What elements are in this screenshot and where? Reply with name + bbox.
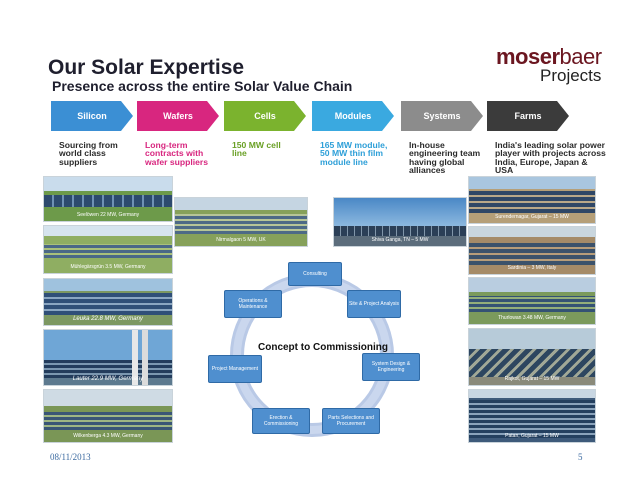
photo-caption: Rajkot, Gujarat – 15 MW (504, 376, 560, 382)
photo-plant-middle-1: Nirmalgaon 5 MW, UK (174, 197, 308, 247)
cycle-step: Parts Selections and Procurement (322, 408, 380, 434)
photo-caption: Surendernagar, Gujarat – 15 MW (495, 214, 569, 220)
value-chain-label: Cells (254, 111, 276, 121)
photo-caption: Wilkenberga 4.3 MW, Germany (73, 433, 143, 439)
value-chain-step-wafers: Wafers (137, 101, 219, 131)
photo-caption: Sardinia – 3 MW, Italy (507, 265, 557, 271)
value-chain-label: Silicon (77, 111, 107, 121)
logo-subtitle: Projects (540, 66, 602, 85)
photo-plant-right-4: Rajkot, Gujarat – 15 MW (468, 328, 596, 386)
value-chain-description: In-house engineering team having global … (409, 140, 481, 176)
photo-caption: Shiva Ganga, TN – 5 MW (371, 237, 429, 243)
value-chain-step-farms: Farms (487, 101, 569, 131)
value-chain-description: Sourcing from world class suppliers (59, 140, 118, 167)
photo-plant-left-3: Leuka 22.8 MW, Germany (43, 278, 173, 326)
value-chain-label: Farms (514, 111, 542, 121)
footer-date: 08/11/2013 (50, 452, 91, 462)
cycle-step: Project Management (208, 355, 262, 383)
cycle-step: Site & Project Analysis (347, 290, 401, 318)
value-chain-label: Wafers (163, 111, 193, 121)
photo-caption: Thurlowan 3.48 MW, Germany (498, 315, 566, 321)
cycle-step: Consulting (288, 262, 342, 286)
value-chain-step-cells: Cells (224, 101, 306, 131)
photo-plant-left-5: Wilkenberga 4.3 MW, Germany (43, 389, 173, 443)
value-chain-label: Modules (334, 111, 372, 121)
photo-plant-right-1: Surendernagar, Gujarat – 15 MW (468, 176, 596, 224)
logo-text-baer: baer (559, 44, 603, 69)
value-chain-step-silicon: Silicon (51, 101, 133, 131)
value-chain-step-systems: Systems (401, 101, 483, 131)
photo-caption: Patan, Gujarat – 15 MW (505, 433, 559, 439)
value-chain-label: Systems (423, 111, 461, 121)
cycle-title: Concept to Commissioning (258, 342, 388, 353)
page-title: Our Solar Expertise (48, 56, 245, 79)
company-logo: moserbaer (496, 44, 602, 70)
photo-plant-right-5: Patan, Gujarat – 15 MW (468, 389, 596, 443)
value-chain-step-modules: Modules (312, 101, 394, 131)
value-chain-description: Long-term contracts with wafer suppliers (145, 140, 209, 167)
page-number: 5 (578, 452, 583, 462)
photo-caption: Nirmalgaon 5 MW, UK (216, 237, 266, 243)
logo-text-moser: moser (496, 44, 560, 69)
value-chain-description: 150 MW cell line (232, 140, 281, 159)
photo-caption: Lauter 22.9 MW, Germany (72, 376, 144, 382)
photo-plant-middle-2: Shiva Ganga, TN – 5 MW (333, 197, 467, 247)
cycle-step: Operations & Maintenance (224, 290, 282, 318)
photo-caption: Leuka 22.8 MW, Germany (73, 316, 143, 322)
photo-plant-left-4: Lauter 22.9 MW, Germany (43, 329, 173, 386)
photo-caption: Seelöwen 22 MW, Germany (76, 212, 140, 218)
photo-plant-right-3: Thurlowan 3.48 MW, Germany (468, 277, 596, 325)
value-chain-description: India's leading solar power player with … (495, 140, 606, 176)
cycle-step: System Design & Engineering (362, 353, 420, 381)
cycle-step: Erection & Commissioning (252, 408, 310, 434)
photo-caption: Mühlegärsgrün 3.5 MW, Germany (70, 264, 146, 270)
page-subtitle: Presence across the entire Solar Value C… (52, 78, 353, 94)
photo-plant-left-2: Mühlegärsgrün 3.5 MW, Germany (43, 225, 173, 274)
photo-plant-left-1: Seelöwen 22 MW, Germany (43, 176, 173, 222)
photo-plant-right-2: Sardinia – 3 MW, Italy (468, 226, 596, 275)
value-chain-description: 165 MW module, 50 MW thin film module li… (320, 140, 388, 167)
